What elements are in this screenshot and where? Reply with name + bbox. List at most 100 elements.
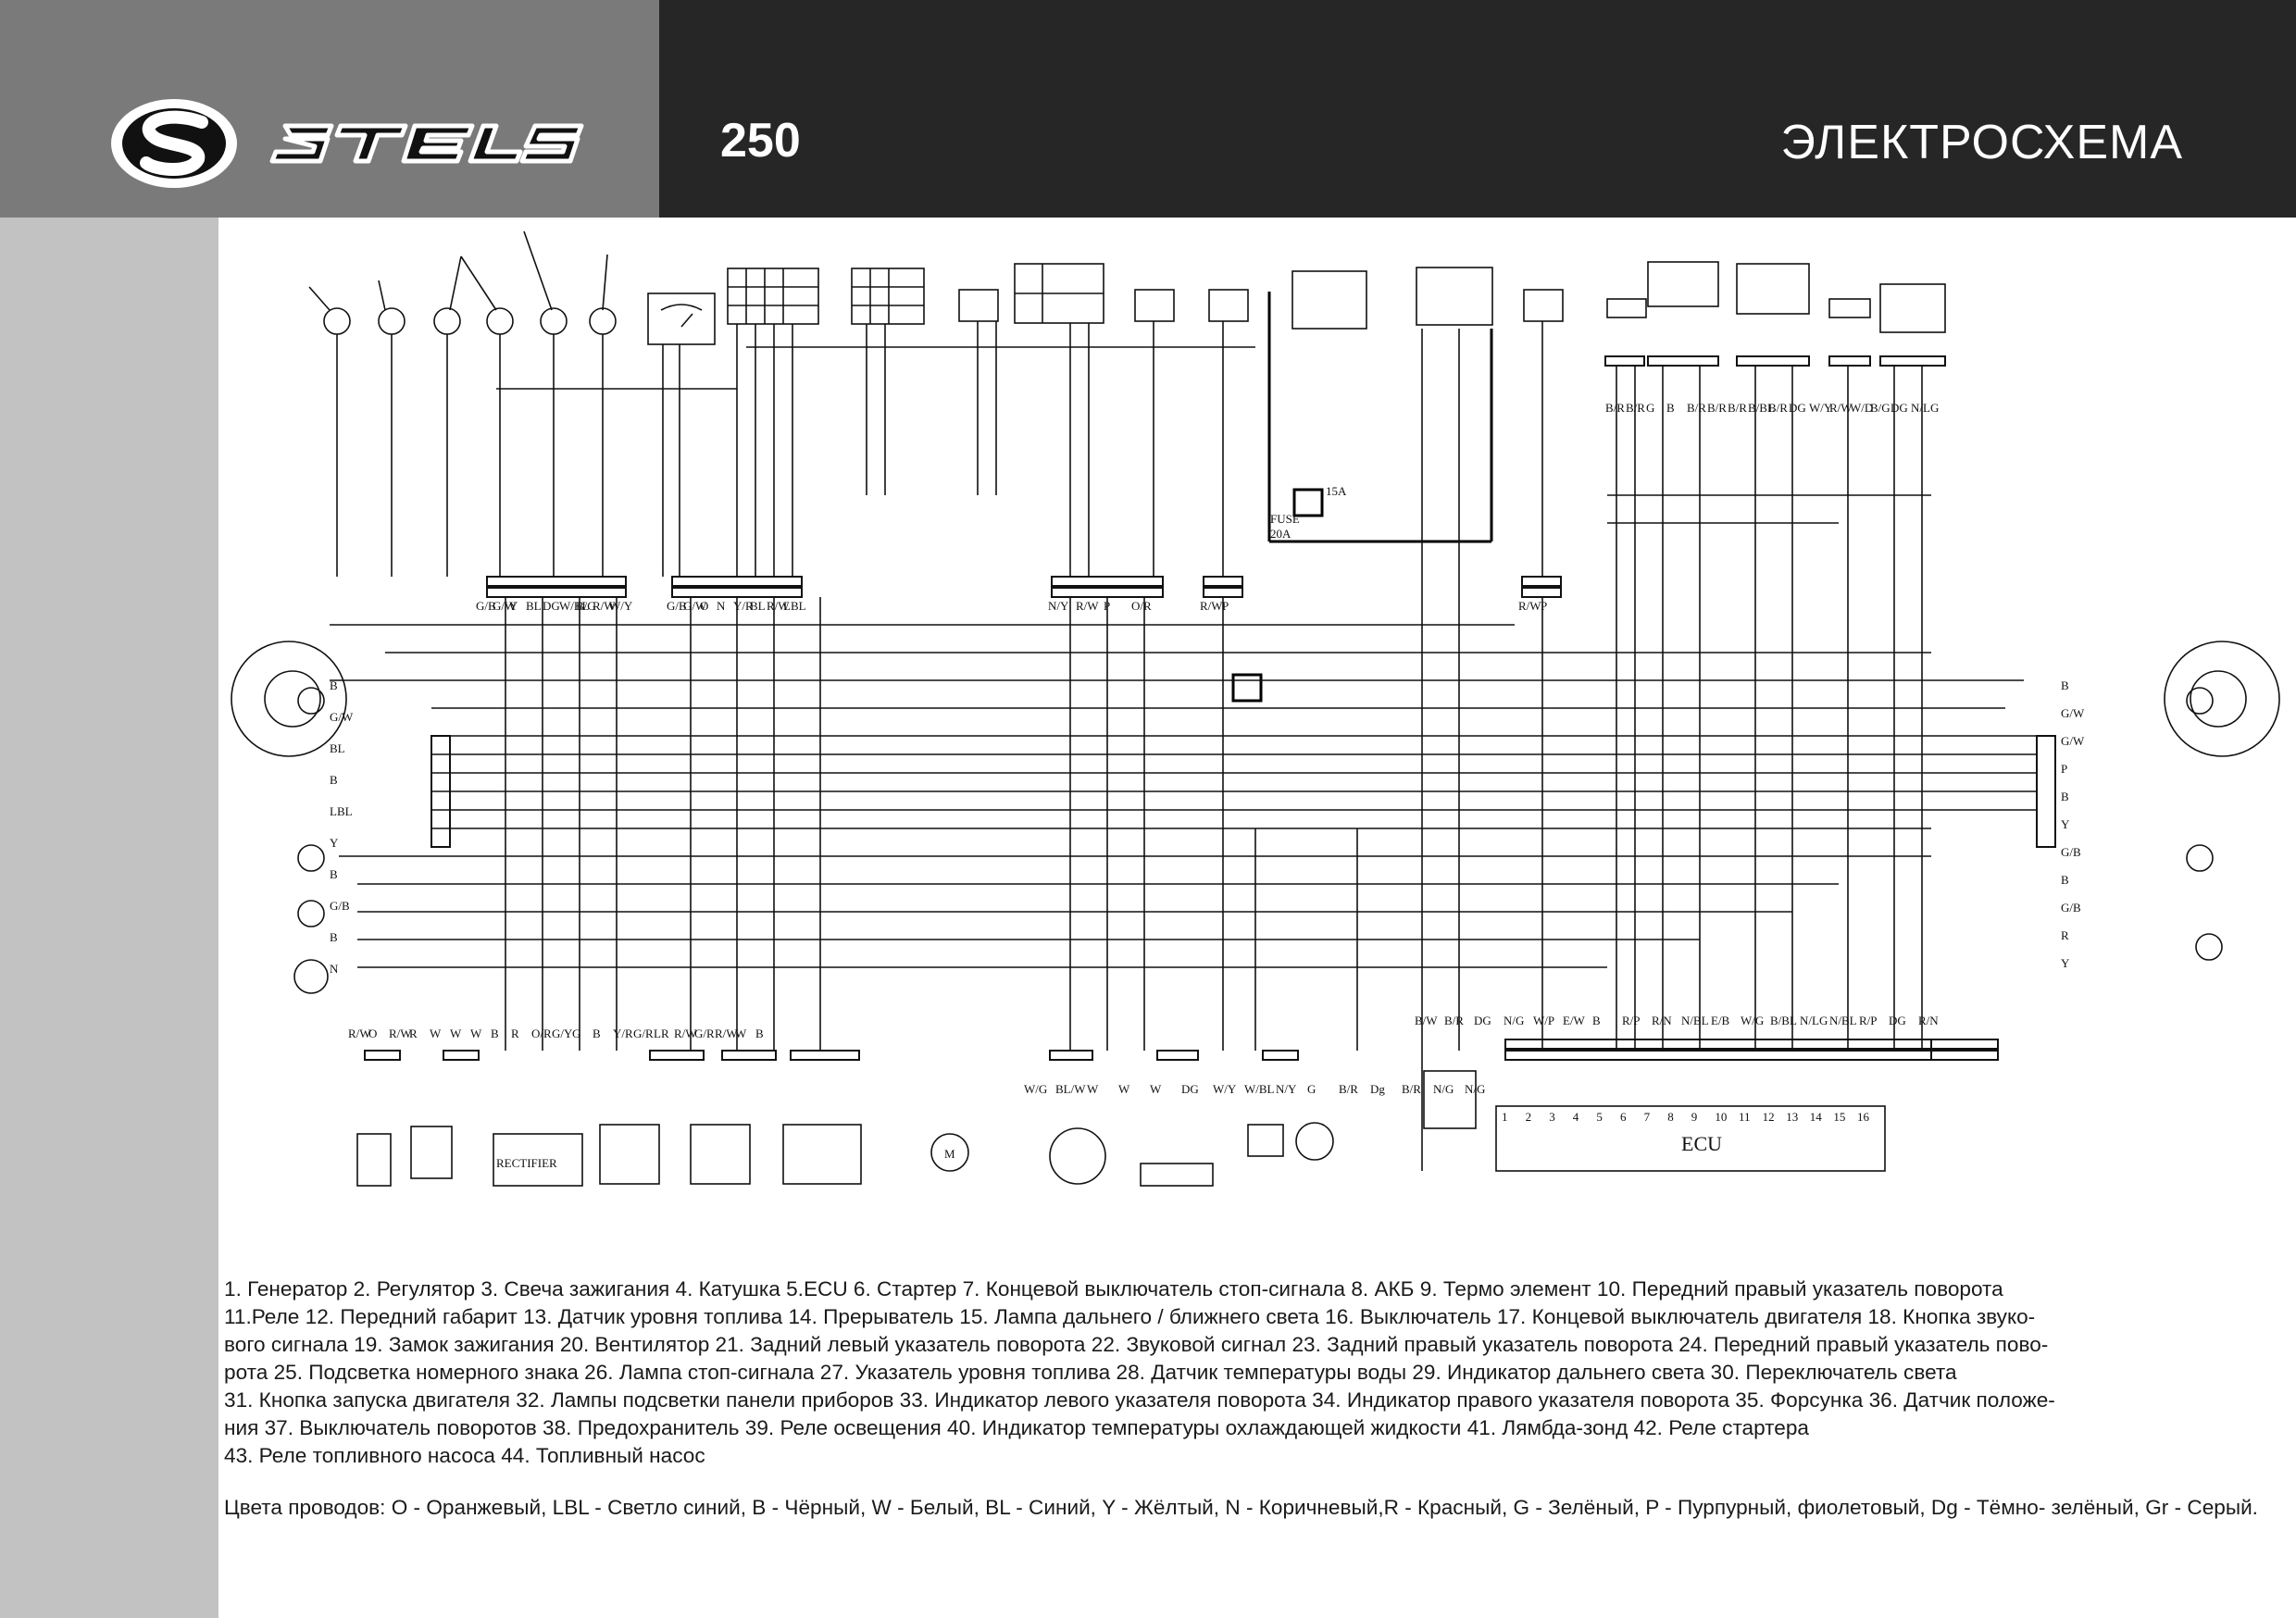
wire-color-label: BL	[526, 599, 542, 613]
wire-color-label: R/P	[1622, 1014, 1641, 1027]
wire-colors-legend: Цвета проводов: О - Оранжевый, LBL - Све…	[224, 1494, 2270, 1522]
wire-color-label: G/W	[493, 599, 517, 613]
stels-logo	[111, 99, 584, 188]
fuse-rating: 20A	[1270, 527, 1292, 541]
wire-color-label: R/W	[593, 599, 616, 613]
wire-color-label: W/BL	[559, 599, 590, 613]
legend-line: вого сигнала 19. Замок зажигания 20. Вен…	[224, 1333, 2049, 1356]
wire-color-label: B/R	[1768, 401, 1788, 415]
wire-color-label: B/R	[1707, 401, 1727, 415]
wire-color-label: E/B	[1711, 1014, 1730, 1027]
wire-color-label: W	[735, 1027, 747, 1040]
rectifier-label: RECTIFIER	[496, 1156, 557, 1170]
battery-fuse	[1231, 292, 1493, 703]
wire-color-label: R	[2061, 928, 2069, 942]
right-headlamp	[2164, 641, 2280, 961]
wire-color-label: N	[330, 962, 339, 976]
wire-color-label: B/R	[1626, 401, 1645, 415]
wire-color-label: R/N	[1918, 1014, 1939, 1027]
wire-color-label: G	[1307, 1082, 1316, 1096]
wire-color-label: R/P	[1859, 1014, 1878, 1027]
wire-color-label: Y	[2061, 817, 2070, 831]
wire-color-label: W	[450, 1027, 462, 1040]
wire-color-label: B	[755, 1027, 764, 1040]
wire-color-label: G	[1646, 401, 1654, 415]
wire-color-label: G/B	[476, 599, 496, 613]
wire-color-label: W/Y	[609, 599, 633, 613]
wire-color-label: R/W	[1829, 401, 1853, 415]
wire-color-label: N/BL	[1829, 1014, 1857, 1027]
wire-color-label: G/W	[2061, 706, 2085, 720]
wire-color-label: R/W	[767, 599, 790, 613]
ecu-pin-number: 11	[1739, 1110, 1751, 1124]
wire-color-label: G/W	[330, 710, 354, 724]
wire-color-label: P	[1541, 599, 1547, 613]
wire-color-label: B	[1666, 401, 1675, 415]
wire-bus	[330, 346, 2037, 968]
wire-color-label: B/R	[1402, 1082, 1421, 1096]
ecu-pin-number: 13	[1786, 1110, 1798, 1124]
wire-color-label: Y	[330, 836, 339, 850]
wire-color-label: W	[1118, 1082, 1130, 1096]
fuel-gauge-icon	[647, 292, 716, 345]
wire-color-label: Dg	[1370, 1082, 1385, 1096]
wire-color-label: Y	[2061, 956, 2070, 970]
wire-color-label: R/W	[1200, 599, 1223, 613]
wire-color-label: Y	[509, 599, 518, 613]
wire-color-label: R/W	[674, 1027, 697, 1040]
fuse-small-rating: 15A	[1326, 484, 1347, 498]
wire-color-label: E/W	[1563, 1014, 1586, 1027]
wire-color-label: B/R	[1605, 401, 1625, 415]
wire-color-label: R/W	[1518, 599, 1541, 613]
wire-color-label: N	[717, 599, 726, 613]
wire-color-label: B	[593, 1027, 601, 1040]
left-headlamp	[231, 641, 347, 994]
wire-color-label: B/R	[1444, 1014, 1464, 1027]
wire-color-label: B	[2061, 873, 2069, 887]
wire-color-label: P	[1222, 599, 1229, 613]
wire-color-label: Y/R	[733, 599, 754, 613]
wire-color-label: B/G	[1870, 401, 1890, 415]
header-title-area	[659, 0, 2296, 218]
wire-color-label: W	[470, 1027, 482, 1040]
wire-color-label: DG	[1890, 401, 1908, 415]
ecu-pin-number: 6	[1620, 1110, 1627, 1124]
bottom-components	[356, 1070, 1886, 1187]
wire-color-label: G/W	[683, 599, 707, 613]
ecu-pin-number: 15	[1833, 1110, 1845, 1124]
wiring-diagram: FUSE 20A 15A	[231, 230, 2280, 1187]
wire-color-label: N/LG	[1800, 1014, 1828, 1027]
wire-color-label: R/W	[715, 1027, 738, 1040]
instrument-lamps	[308, 230, 617, 335]
wire-color-label: W/G	[1024, 1082, 1047, 1096]
wire-color-label: BL/W	[1055, 1082, 1086, 1096]
wire-color-label: G/R	[633, 1027, 654, 1040]
wire-color-label: G/W	[2061, 734, 2085, 748]
legend-line: 31. Кнопка запуска двигателя 32. Лампы п…	[224, 1388, 2055, 1412]
wire-color-label: DG	[1181, 1082, 1199, 1096]
colors-line: Цвета проводов: О - Оранжевый, LBL - Све…	[224, 1496, 2046, 1519]
wire-color-label: N/Y	[1276, 1082, 1297, 1096]
connector-blocks	[364, 355, 2056, 1061]
wire-color-label: R	[511, 1027, 519, 1040]
wire-color-label: BL	[750, 599, 766, 613]
ecu-pin-number: 2	[1526, 1110, 1532, 1124]
wire-color-label: B	[330, 867, 338, 881]
ecu-pin-number: 7	[1644, 1110, 1651, 1124]
wire-color-label: G/B	[2061, 845, 2081, 859]
fuse-label: FUSE	[1270, 512, 1300, 526]
wire-color-label: DG	[1789, 401, 1806, 415]
wire-color-label: R/W	[1076, 599, 1099, 613]
wire-color-label: R/N	[1652, 1014, 1672, 1027]
wire-color-label: O/R	[531, 1027, 552, 1040]
wire-color-label: N/G	[1465, 1082, 1485, 1096]
ecu-pin-number: 12	[1763, 1110, 1775, 1124]
wire-color-label: B	[2061, 678, 2069, 692]
wire-color-label: R	[409, 1027, 418, 1040]
wire-color-label: G/B	[2061, 901, 2081, 915]
wire-color-label: W/BL	[1244, 1082, 1275, 1096]
ecu-pin-number: 4	[1573, 1110, 1579, 1124]
wire-color-label: R/W	[348, 1027, 371, 1040]
